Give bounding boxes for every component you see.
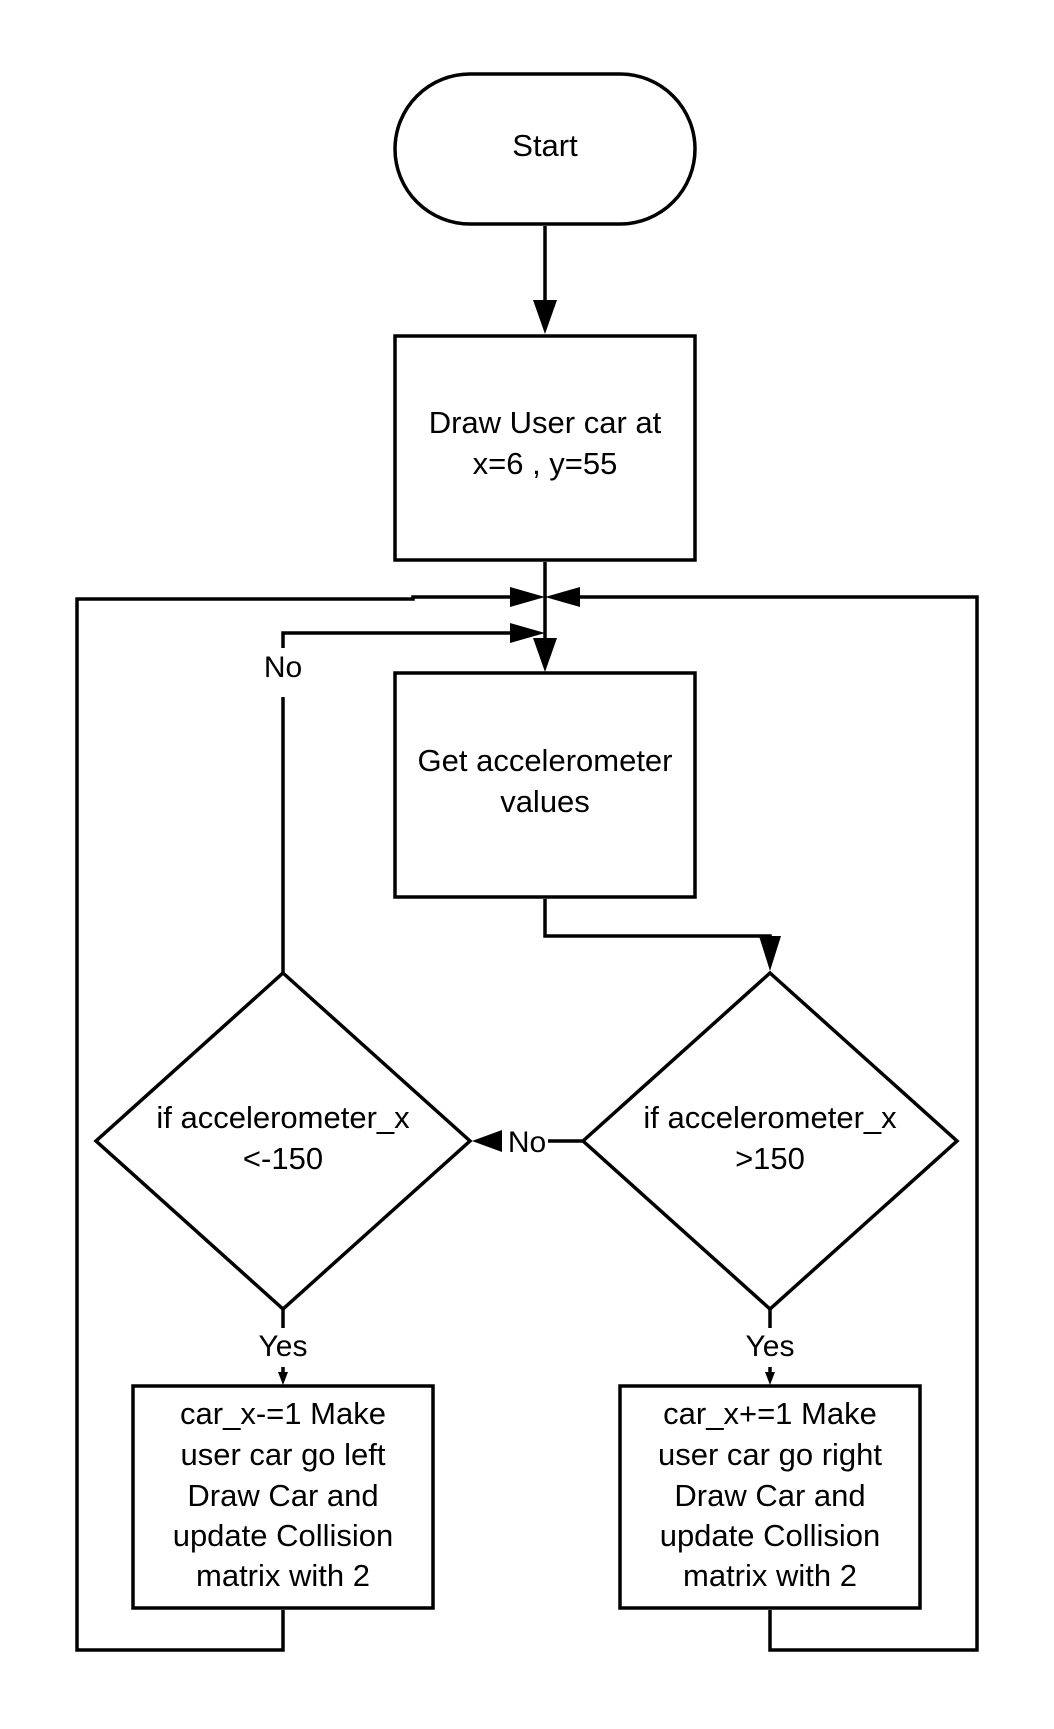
move-right-node: car_x+=1 Make user car go right Draw Car… (618, 1384, 922, 1610)
move-right-label-line-4: update Collision (660, 1518, 881, 1553)
connector-left-no-top (281, 631, 518, 648)
decision-left-label-line-2: <-150 (243, 1141, 323, 1176)
move-right-label-line-5: matrix with 2 (683, 1558, 857, 1593)
move-left-label-line-3: Draw Car and (187, 1478, 378, 1513)
decision-left-node: if accelerometer_x <-150 (93, 970, 473, 1312)
draw-user-car-label-line-2: x=6 , y=55 (473, 446, 618, 481)
get-accelerometer-label-line-1: Get accelerometer (418, 743, 673, 778)
start-node: Start (393, 72, 697, 226)
move-left-node: car_x-=1 Make user car go left Draw Car … (131, 1384, 435, 1610)
arrowhead-left-loop-return (510, 587, 545, 607)
arrowhead-right-loop-return (545, 587, 580, 607)
arrowhead-left-yes (278, 1372, 288, 1385)
get-accelerometer-label-line-2: values (500, 784, 590, 819)
get-accelerometer-node: Get accelerometer values (393, 671, 697, 899)
arrowhead-start-to-draw (533, 300, 557, 334)
move-left-label-line-4: update Collision (173, 1518, 394, 1553)
move-right-label-line-2: user car go right (658, 1437, 882, 1472)
arrowhead-right-no (472, 1130, 502, 1152)
move-right-label-line-3: Draw Car and (674, 1478, 865, 1513)
decision-right-label-line-1: if accelerometer_x (643, 1100, 897, 1135)
arrowhead-draw-to-get (533, 638, 557, 672)
draw-user-car-label-line-1: Draw User car at (429, 405, 662, 440)
decision-right-label-line-2: >150 (735, 1141, 805, 1176)
draw-user-car-node: Draw User car at x=6 , y=55 (393, 334, 697, 562)
edge-label-left-no: No (264, 651, 302, 684)
edge-label-left-yes: Yes (259, 1330, 308, 1363)
arrowhead-get-to-right-decision (759, 936, 781, 971)
arrowhead-left-no (510, 623, 545, 643)
move-left-label-line-5: matrix with 2 (196, 1558, 370, 1593)
start-label: Start (512, 128, 578, 163)
edge-label-right-no: No (508, 1126, 546, 1159)
move-left-label-line-1: car_x-=1 Make (180, 1396, 386, 1431)
decision-left-label-line-1: if accelerometer_x (156, 1100, 410, 1135)
arrowhead-right-yes (765, 1372, 775, 1385)
connector-get-to-right-decision (543, 899, 772, 950)
connector-left-loop-return (75, 595, 518, 1652)
move-right-label-line-1: car_x+=1 Make (663, 1396, 877, 1431)
move-left-label-line-2: user car go left (180, 1437, 385, 1472)
decision-right-node: if accelerometer_x >150 (580, 970, 960, 1312)
connector-right-loop-return (572, 595, 979, 1652)
edge-label-right-yes: Yes (746, 1330, 795, 1363)
